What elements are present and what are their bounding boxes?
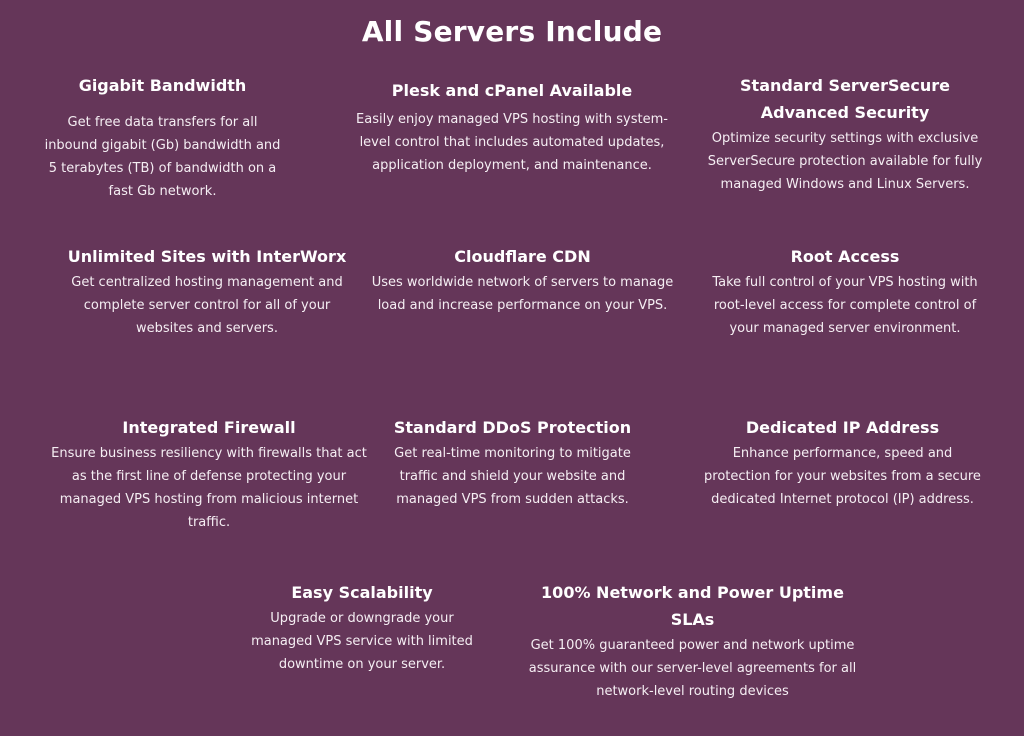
feature-ddos-protection: Standard DDoS Protection Get real-time m… <box>380 414 645 511</box>
feature-gigabit-bandwidth: Gigabit Bandwidth Get free data transfer… <box>40 72 285 203</box>
feature-uptime-slas: 100% Network and Power Uptime SLAs Get 1… <box>520 579 865 703</box>
feature-title: Gigabit Bandwidth <box>78 76 247 95</box>
feature-title: Root Access <box>790 247 900 266</box>
feature-title: Easy Scalability <box>291 583 433 602</box>
feature-title: Plesk and cPanel Available <box>391 81 633 100</box>
feature-unlimited-sites: Unlimited Sites with InterWorx Get centr… <box>52 243 362 340</box>
feature-title: Integrated Firewall <box>122 418 296 437</box>
feature-serversecure: Standard ServerSecure Advanced Security … <box>705 72 985 196</box>
feature-description: Easily enjoy managed VPS hosting with sy… <box>356 112 668 173</box>
feature-title: Cloudflare CDN <box>454 247 591 266</box>
feature-dedicated-ip: Dedicated IP Address Enhance performance… <box>700 414 985 511</box>
section-title: All Servers Include <box>361 15 663 48</box>
feature-description: Uses worldwide network of servers to man… <box>371 275 674 313</box>
feature-title: Unlimited Sites with InterWorx <box>67 247 347 266</box>
feature-title: Standard DDoS Protection <box>393 418 632 437</box>
feature-description: Optimize security settings with exclusiv… <box>707 131 983 192</box>
feature-description: Take full control of your VPS hosting wi… <box>712 275 978 336</box>
feature-title: Dedicated IP Address <box>745 418 940 437</box>
feature-description: Enhance performance, speed and protectio… <box>704 446 981 507</box>
feature-root-access: Root Access Take full control of your VP… <box>705 243 985 340</box>
feature-title: 100% Network and Power Uptime SLAs <box>541 583 844 629</box>
feature-description: Get real-time monitoring to mitigate tra… <box>394 446 631 507</box>
feature-description: Get 100% guaranteed power and network up… <box>528 638 857 699</box>
feature-description: Get free data transfers for all inbound … <box>44 115 281 199</box>
feature-plesk-cpanel: Plesk and cPanel Available Easily enjoy … <box>352 77 672 177</box>
feature-description: Ensure business resiliency with firewall… <box>51 446 367 530</box>
feature-integrated-firewall: Integrated Firewall Ensure business resi… <box>50 414 368 534</box>
feature-easy-scalability: Easy Scalability Upgrade or downgrade yo… <box>248 579 476 676</box>
feature-description: Get centralized hosting management and c… <box>71 275 343 336</box>
feature-description: Upgrade or downgrade your managed VPS se… <box>251 611 473 672</box>
feature-cloudflare-cdn: Cloudflare CDN Uses worldwide network of… <box>370 243 675 317</box>
feature-title: Standard ServerSecure Advanced Security <box>740 76 950 122</box>
